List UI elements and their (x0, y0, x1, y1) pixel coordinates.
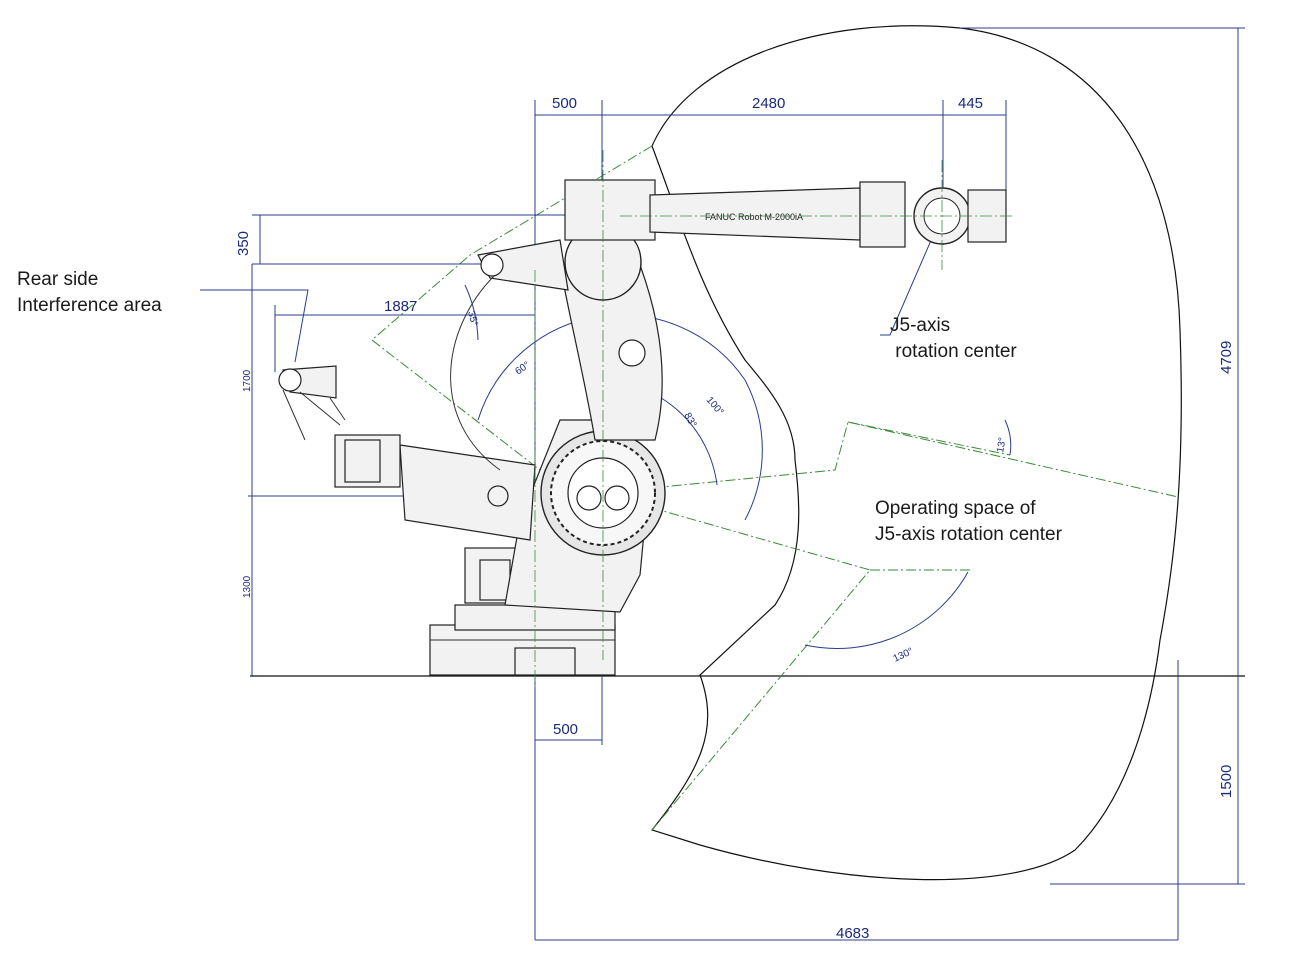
range-lines (371, 145, 1179, 831)
angle-60: 60° (513, 360, 532, 378)
operating-space-label: Operating space of J5-axis rotation cent… (875, 498, 1062, 545)
dim-left-350: 350 (235, 231, 252, 256)
dim-rear-1887: 1887 (384, 298, 417, 315)
rear-side-label: Rear side Interference area (17, 269, 162, 316)
dim-bottom-500: 500 (553, 721, 578, 738)
robot-body: FANUC Robot M-2000iA (334, 179, 1007, 676)
angle-100: 100° (704, 395, 726, 418)
dim-left-1700: 1700 (242, 369, 253, 392)
dim-left-1300: 1300 (242, 575, 253, 598)
dim-right-4709: 4709 (1218, 341, 1235, 374)
angle-35: 35° (465, 310, 480, 327)
dim-right-1500: 1500 (1218, 765, 1235, 798)
dim-top-500: 500 (552, 95, 577, 112)
angle-130: 130° (892, 646, 915, 665)
angle-13: 13° (995, 437, 1008, 454)
dim-top-2480: 2480 (752, 95, 785, 112)
angle-83: 83° (681, 411, 698, 430)
operating-envelope (650, 25, 1182, 881)
center-lines (534, 150, 1015, 690)
rear-interference-linkage (278, 365, 346, 441)
arm-label: FANUC Robot M-2000iA (705, 212, 803, 222)
j5-center-label: J5-axis rotation center (890, 315, 1017, 362)
dim-bottom-4683: 4683 (836, 925, 869, 942)
dim-top-445: 445 (958, 95, 983, 112)
